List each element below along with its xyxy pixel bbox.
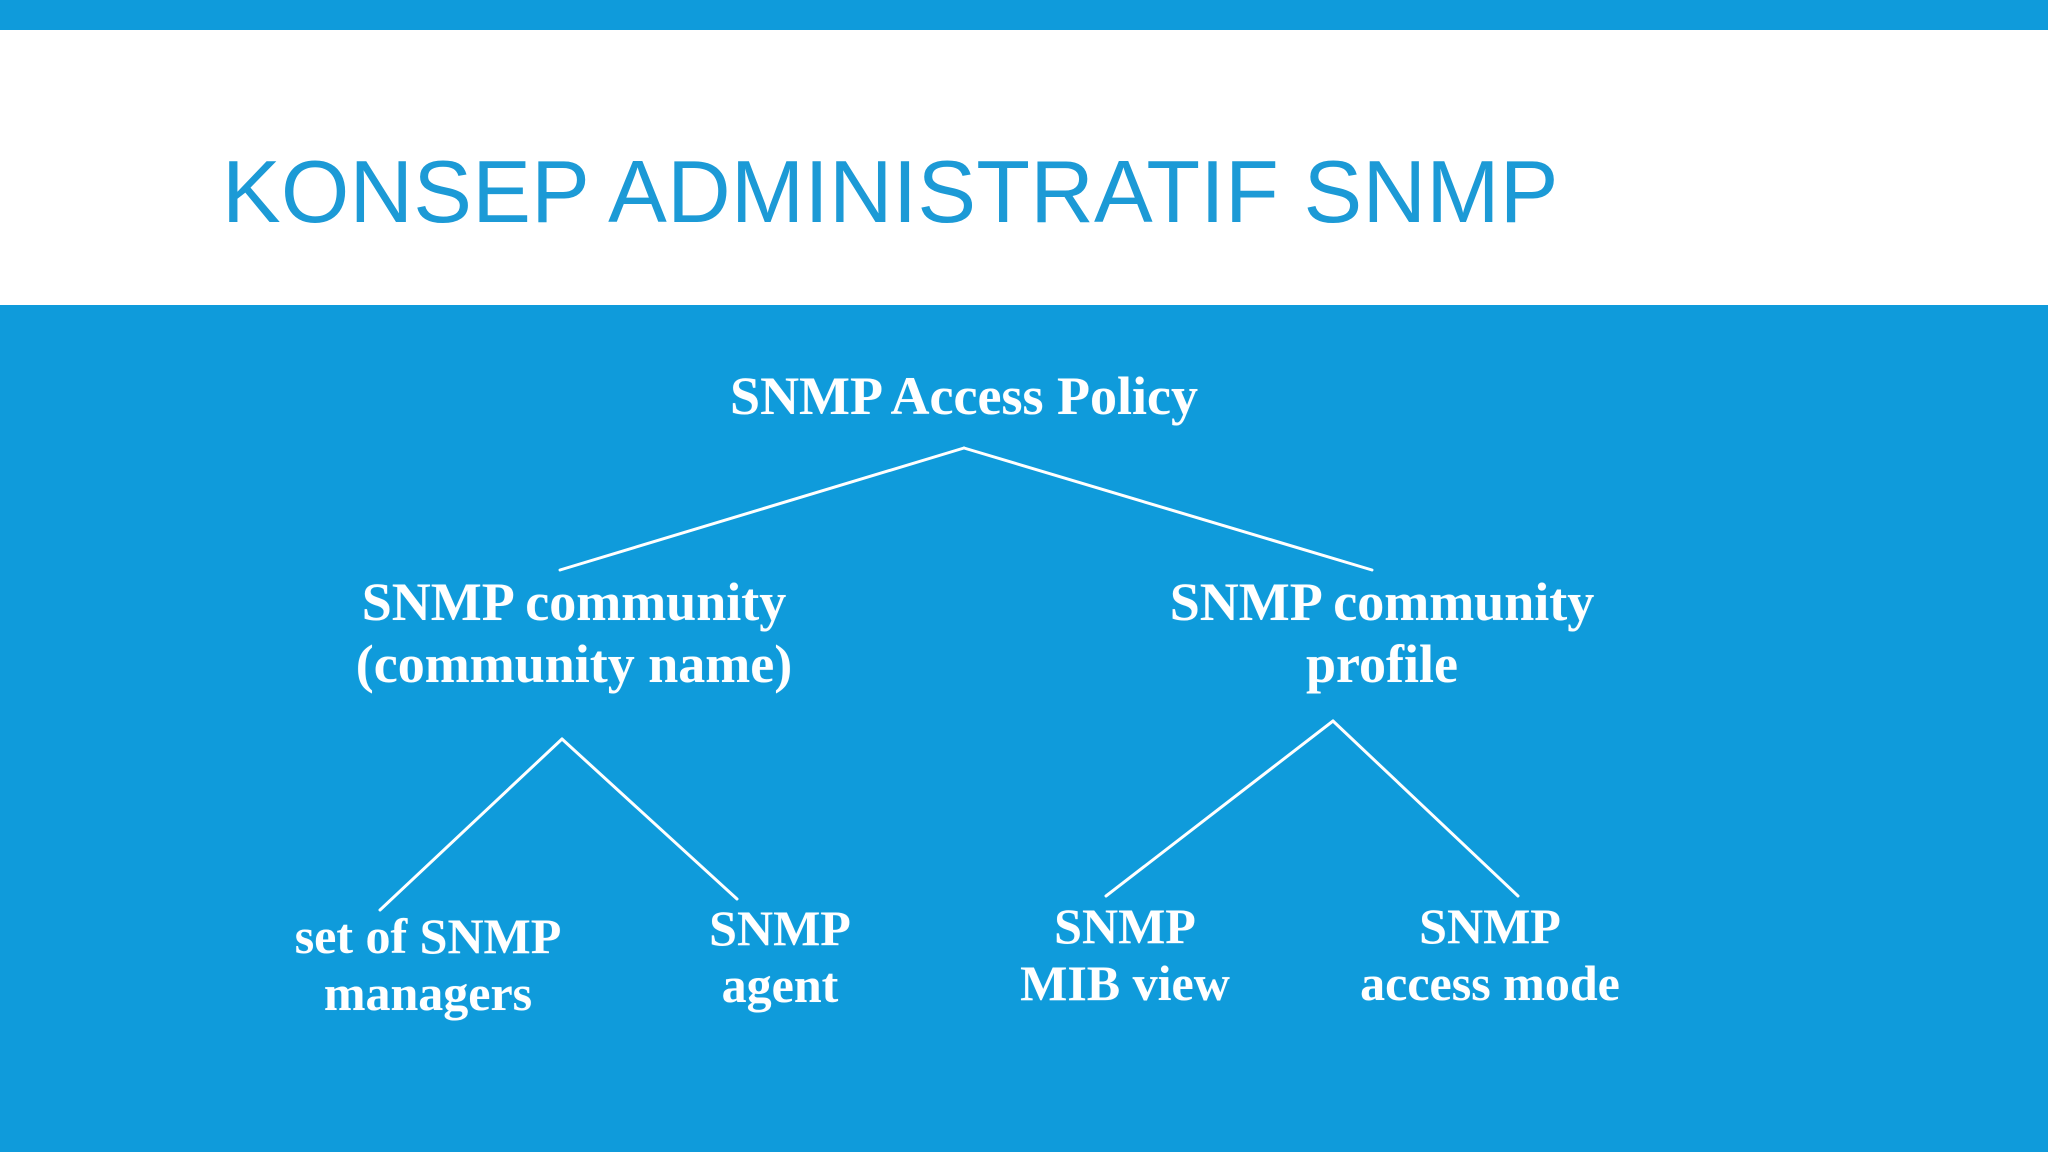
node-snmp-access-mode: SNMP access mode [1360,898,1620,1011]
diagram-panel [0,305,2048,1152]
page-title: Konsep Administratif SNMP [222,142,1559,241]
top-accent-bar [0,0,2048,30]
title-band: Konsep Administratif SNMP [0,30,2048,305]
node-snmp-access-policy: SNMP Access Policy [730,366,1198,426]
node-snmp-mib-view: SNMP MIB view [1020,898,1230,1011]
node-snmp-community: SNMP community (community name) [355,572,793,694]
node-set-of-snmp-managers: set of SNMP managers [294,908,562,1021]
node-snmp-agent: SNMP agent [709,900,851,1013]
node-snmp-community-profile: SNMP community profile [1169,572,1595,694]
